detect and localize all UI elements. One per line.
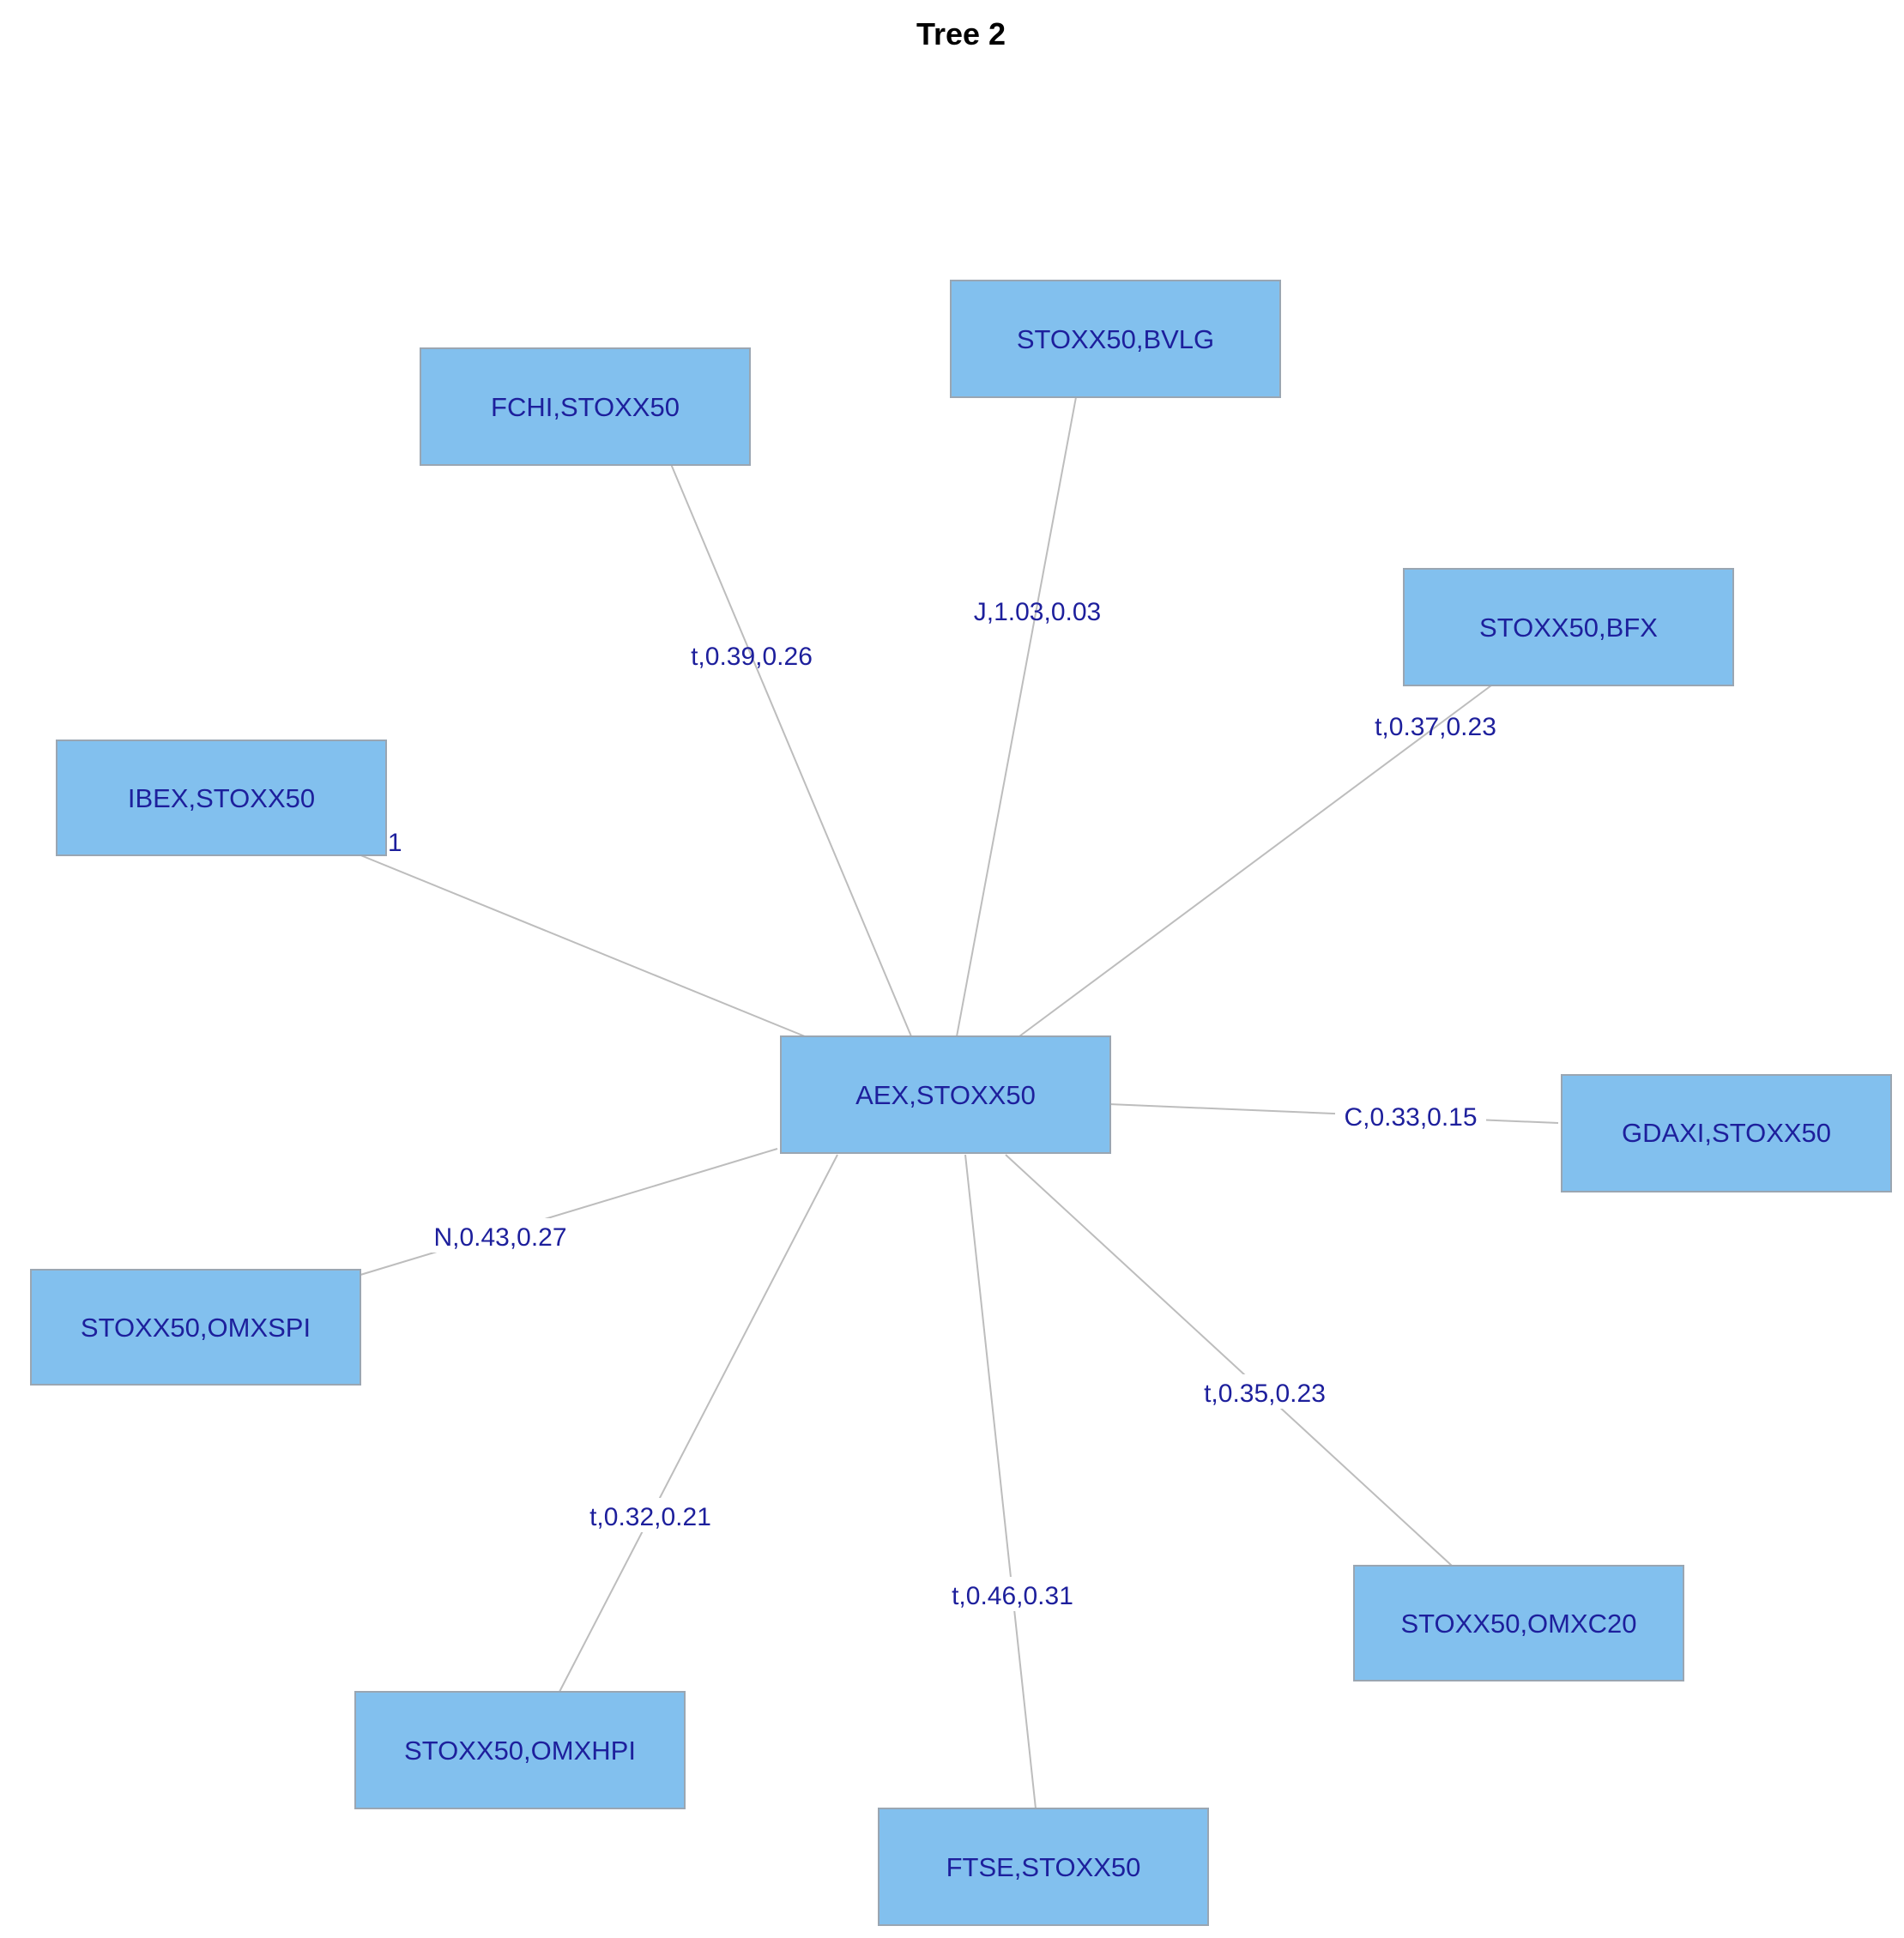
node-label: IBEX,STOXX50 (128, 783, 315, 813)
node-aex-stoxx50[interactable]: AEX,STOXX50 (780, 1035, 1111, 1154)
edge-label-bvlg: J,1.03,0.03 (974, 598, 1101, 626)
edge-line-gdaxi (1108, 1103, 1559, 1124)
node-stoxx50-bvlg[interactable]: STOXX50,BVLG (950, 280, 1281, 398)
edge-line-omxhpi (559, 1154, 838, 1693)
edge-line-fchi (670, 463, 912, 1037)
node-label: STOXX50,OMXC20 (1400, 1609, 1636, 1639)
node-label: STOXX50,BVLG (1017, 324, 1214, 354)
edge-label-fchi: t,0.39,0.26 (691, 643, 813, 671)
edge-label-text: t,0.46,0.31 (952, 1582, 1073, 1610)
node-ftse-stoxx50[interactable]: FTSE,STOXX50 (878, 1808, 1209, 1926)
diagram-title: Tree 2 (916, 16, 1006, 51)
edge-line-bfx (1018, 685, 1492, 1037)
edge-label-bfx: t,0.37,0.23 (1375, 713, 1496, 741)
edge-label-text: t,0.32,0.21 (589, 1503, 711, 1531)
node-label: AEX,STOXX50 (855, 1080, 1036, 1110)
edge-label-gdaxi: C,0.33,0.15 (1335, 1098, 1486, 1132)
nodes-layer: AEX,STOXX50 FCHI,STOXX50 STOXX50,BVLG ST… (30, 280, 1892, 1926)
edge-label-ftse: t,0.46,0.31 (937, 1577, 1088, 1611)
edge-line-omxc20 (1005, 1154, 1453, 1567)
edges-layer: t,0.39,0.26 J,1.03,0.03 t,0.37,0.23 :1 C… (358, 396, 1559, 1809)
node-label: STOXX50,BFX (1479, 613, 1658, 643)
node-stoxx50-bfx[interactable]: STOXX50,BFX (1403, 568, 1734, 686)
node-label: FTSE,STOXX50 (946, 1852, 1141, 1882)
edge-line-bvlg (956, 396, 1077, 1037)
edge-label-text: t,0.35,0.23 (1204, 1380, 1326, 1408)
edge-line-ibex (358, 854, 806, 1037)
node-stoxx50-omxc20[interactable]: STOXX50,OMXC20 (1353, 1565, 1684, 1681)
edge-label-text: N,0.43,0.27 (433, 1223, 566, 1252)
node-label: GDAXI,STOXX50 (1622, 1118, 1831, 1148)
node-label: STOXX50,OMXHPI (404, 1736, 636, 1766)
node-ibex-stoxx50[interactable]: IBEX,STOXX50 (56, 740, 387, 856)
edge-line-omxspi (360, 1148, 778, 1276)
node-label: FCHI,STOXX50 (491, 392, 680, 422)
node-stoxx50-omxspi[interactable]: STOXX50,OMXSPI (30, 1269, 361, 1386)
edge-label-text: t,0.37,0.23 (1375, 713, 1496, 741)
edge-label-text: C,0.33,0.15 (1344, 1103, 1477, 1132)
edge-line-ftse (964, 1154, 1037, 1809)
node-label: STOXX50,OMXSPI (81, 1313, 311, 1343)
edge-label-text: t,0.39,0.26 (691, 643, 813, 671)
edge-label-text: J,1.03,0.03 (974, 598, 1101, 626)
node-fchi-stoxx50[interactable]: FCHI,STOXX50 (420, 347, 751, 466)
edge-label-omxhpi: t,0.32,0.21 (575, 1498, 726, 1532)
edge-label-omxspi: N,0.43,0.27 (425, 1218, 576, 1253)
node-stoxx50-omxhpi[interactable]: STOXX50,OMXHPI (354, 1691, 686, 1809)
node-gdaxi-stoxx50[interactable]: GDAXI,STOXX50 (1561, 1074, 1892, 1192)
edge-label-omxc20: t,0.35,0.23 (1189, 1374, 1340, 1409)
